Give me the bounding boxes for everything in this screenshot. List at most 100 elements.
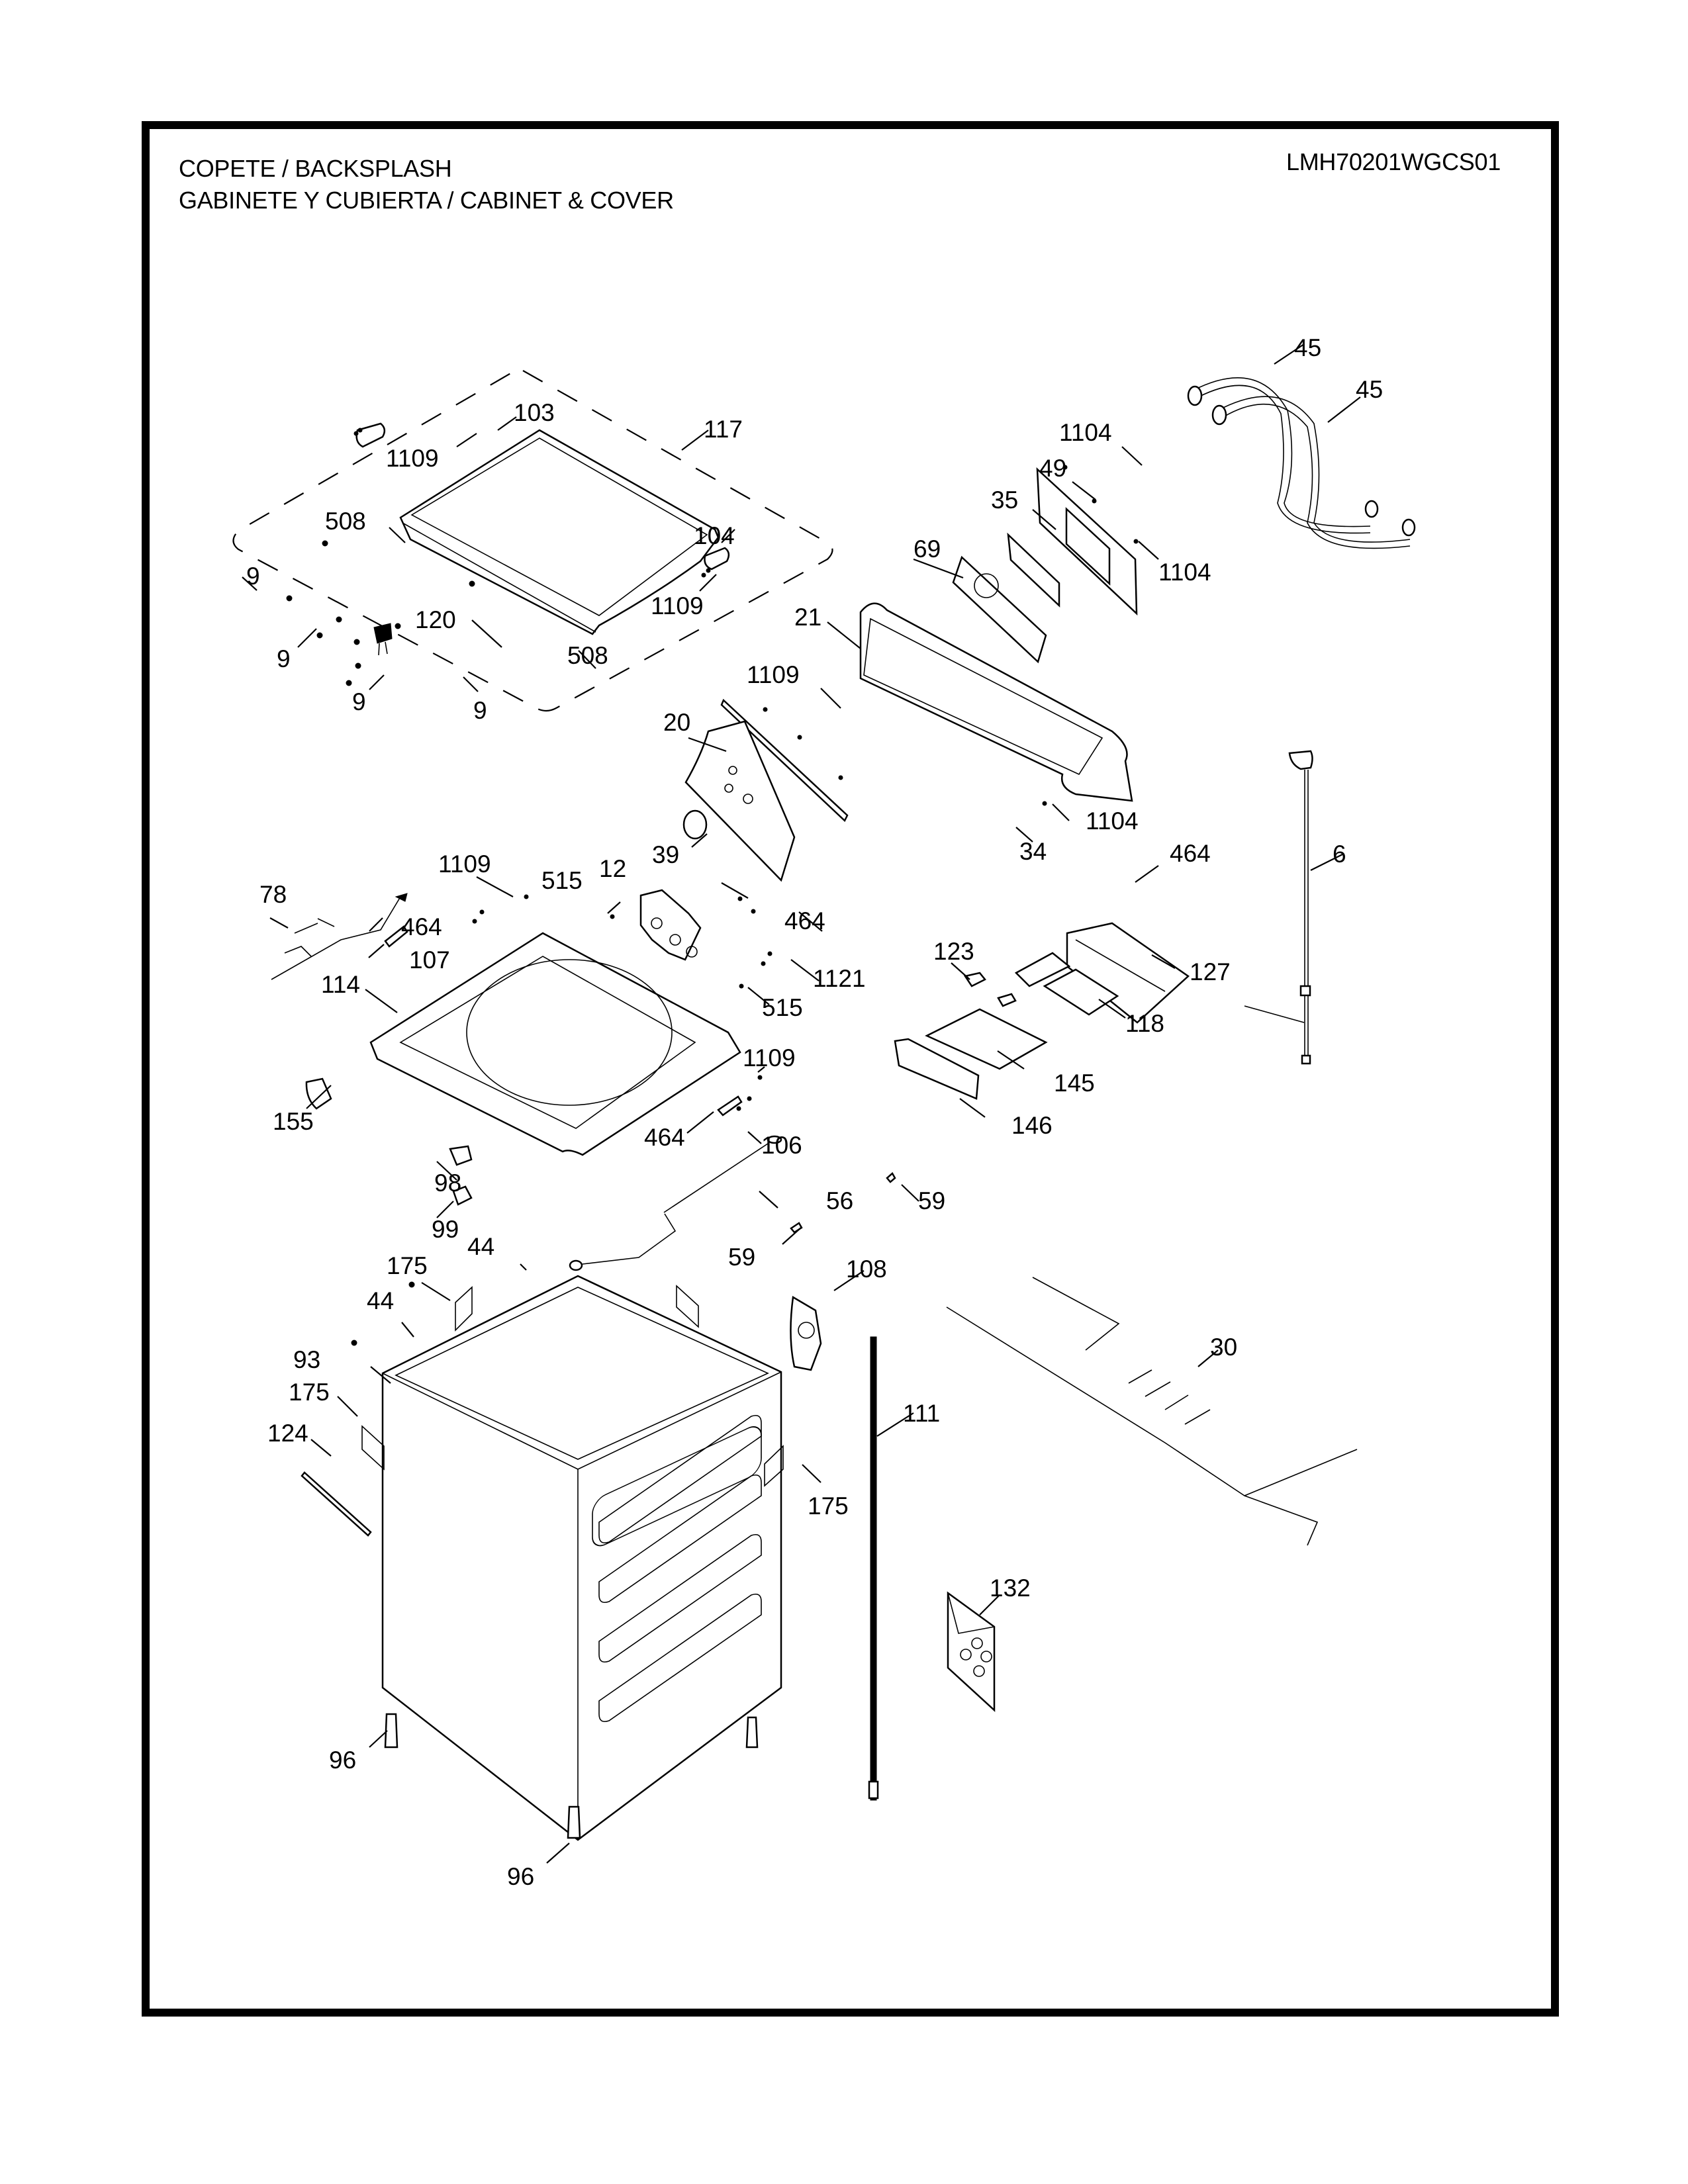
part-label: 78 xyxy=(259,881,287,908)
connectors-59[interactable] xyxy=(790,1172,896,1234)
ground-wire[interactable] xyxy=(569,1135,782,1271)
part-label: 35 xyxy=(991,486,1018,514)
wire-harness-valve[interactable] xyxy=(271,893,408,980)
part-label: 175 xyxy=(289,1379,330,1406)
part-label: 99 xyxy=(432,1216,459,1243)
part-label: 1109 xyxy=(747,661,800,688)
part-label: 9 xyxy=(473,697,487,724)
instruction-label[interactable] xyxy=(947,1591,996,1712)
part-label: 145 xyxy=(1054,1069,1095,1097)
inlet-hoses[interactable] xyxy=(1187,377,1416,549)
screws-top xyxy=(472,894,773,1111)
part-label: 1109 xyxy=(651,592,704,619)
lid-group-outline xyxy=(232,369,833,712)
knob[interactable] xyxy=(682,809,708,840)
backsplash-frame[interactable] xyxy=(859,602,1133,802)
part-label: 45 xyxy=(1356,376,1383,403)
pcb-assembly[interactable] xyxy=(952,555,1047,664)
part-label: 464 xyxy=(1170,840,1211,867)
drawer-handle[interactable] xyxy=(894,1038,980,1100)
part-label: 508 xyxy=(567,642,608,669)
part-label: 9 xyxy=(352,688,366,715)
part-label: 127 xyxy=(1190,958,1231,985)
small-fasteners-lid xyxy=(286,428,711,686)
drain-hose[interactable] xyxy=(868,1336,879,1801)
part-label: 117 xyxy=(704,416,743,443)
main-harness[interactable] xyxy=(946,1277,1358,1546)
part-label: 98 xyxy=(434,1169,461,1197)
lid-switch[interactable] xyxy=(373,623,393,656)
part-label: 124 xyxy=(267,1420,308,1447)
lock-cover[interactable] xyxy=(449,1145,473,1166)
lid-hinge-left[interactable] xyxy=(355,422,386,448)
door-lock[interactable] xyxy=(452,1185,473,1206)
bracket-107[interactable] xyxy=(384,925,408,948)
labels-175[interactable] xyxy=(361,1285,784,1487)
part-label: 44 xyxy=(367,1287,394,1314)
model-number: LMH70201WGCS01 xyxy=(1286,148,1501,175)
part-label: 30 xyxy=(1210,1334,1237,1361)
part-label: 106 xyxy=(761,1132,802,1159)
power-cord[interactable] xyxy=(1244,750,1313,1065)
part-label: 103 xyxy=(514,399,555,426)
rail[interactable] xyxy=(301,1471,372,1537)
part-label: 1109 xyxy=(438,850,491,878)
screws-backsplash xyxy=(763,465,1139,806)
light-pipe[interactable] xyxy=(720,698,849,823)
part-labels: 103 117 1109 508 104 1109 508 120 9 9 9 … xyxy=(246,334,1383,1890)
top-cover[interactable] xyxy=(369,932,741,1156)
rear-cover[interactable] xyxy=(1036,467,1138,615)
dispenser-housing[interactable] xyxy=(1066,922,1190,1024)
part-label: 1121 xyxy=(813,965,866,992)
lid-assembly[interactable] xyxy=(399,429,720,635)
part-label: 107 xyxy=(409,946,450,974)
label-rear[interactable] xyxy=(1007,532,1060,608)
section-title-backsplash: COPETE / BACKSPLASH xyxy=(179,155,452,182)
part-label: 515 xyxy=(762,994,803,1021)
part-label: 464 xyxy=(644,1124,685,1151)
part-label: 9 xyxy=(246,563,260,590)
inlet-valve[interactable] xyxy=(639,889,702,961)
part-label: 146 xyxy=(1011,1112,1053,1139)
pump-cover[interactable] xyxy=(790,1295,822,1371)
part-label: 12 xyxy=(599,855,626,882)
diagram-frame xyxy=(142,121,1559,2017)
clips-44 xyxy=(351,1281,415,1346)
part-label: 175 xyxy=(808,1492,849,1520)
cabinet[interactable] xyxy=(381,1275,782,1841)
part-label: 69 xyxy=(914,535,941,563)
part-label: 104 xyxy=(694,522,735,549)
leveling-legs[interactable] xyxy=(384,1713,759,1839)
part-label: 118 xyxy=(1125,1010,1164,1037)
cabinet-panel-ribs xyxy=(598,1414,762,1723)
part-label: 44 xyxy=(467,1233,494,1260)
part-label: 21 xyxy=(794,604,821,631)
part-label: 59 xyxy=(728,1244,755,1271)
part-label: 175 xyxy=(387,1252,428,1279)
part-label: 56 xyxy=(826,1187,853,1214)
part-label: 123 xyxy=(933,938,974,965)
part-label: 515 xyxy=(541,867,583,894)
part-label: 6 xyxy=(1333,841,1346,868)
part-label: 20 xyxy=(663,709,690,736)
front-handle[interactable] xyxy=(305,1077,332,1110)
part-label: 1104 xyxy=(1086,807,1139,835)
part-label: 108 xyxy=(846,1255,887,1283)
control-panel-deco[interactable] xyxy=(684,720,796,882)
part-label: 111 xyxy=(903,1400,940,1427)
part-label: 155 xyxy=(273,1108,314,1135)
part-label: 39 xyxy=(652,841,679,868)
part-label: 132 xyxy=(990,1574,1031,1602)
bracket-106[interactable] xyxy=(717,1095,743,1116)
siphon-cap[interactable] xyxy=(963,972,1017,1007)
lid-hinge-right[interactable] xyxy=(704,547,730,570)
part-label: 508 xyxy=(325,508,366,535)
part-label: 114 xyxy=(321,971,360,998)
part-label: 1109 xyxy=(743,1044,796,1071)
part-label: 96 xyxy=(329,1747,356,1774)
part-label: 1104 xyxy=(1158,559,1211,586)
dispenser-inner[interactable] xyxy=(1014,952,1119,1016)
dispenser-drawer[interactable] xyxy=(925,1008,1048,1070)
part-label: 59 xyxy=(918,1187,945,1214)
